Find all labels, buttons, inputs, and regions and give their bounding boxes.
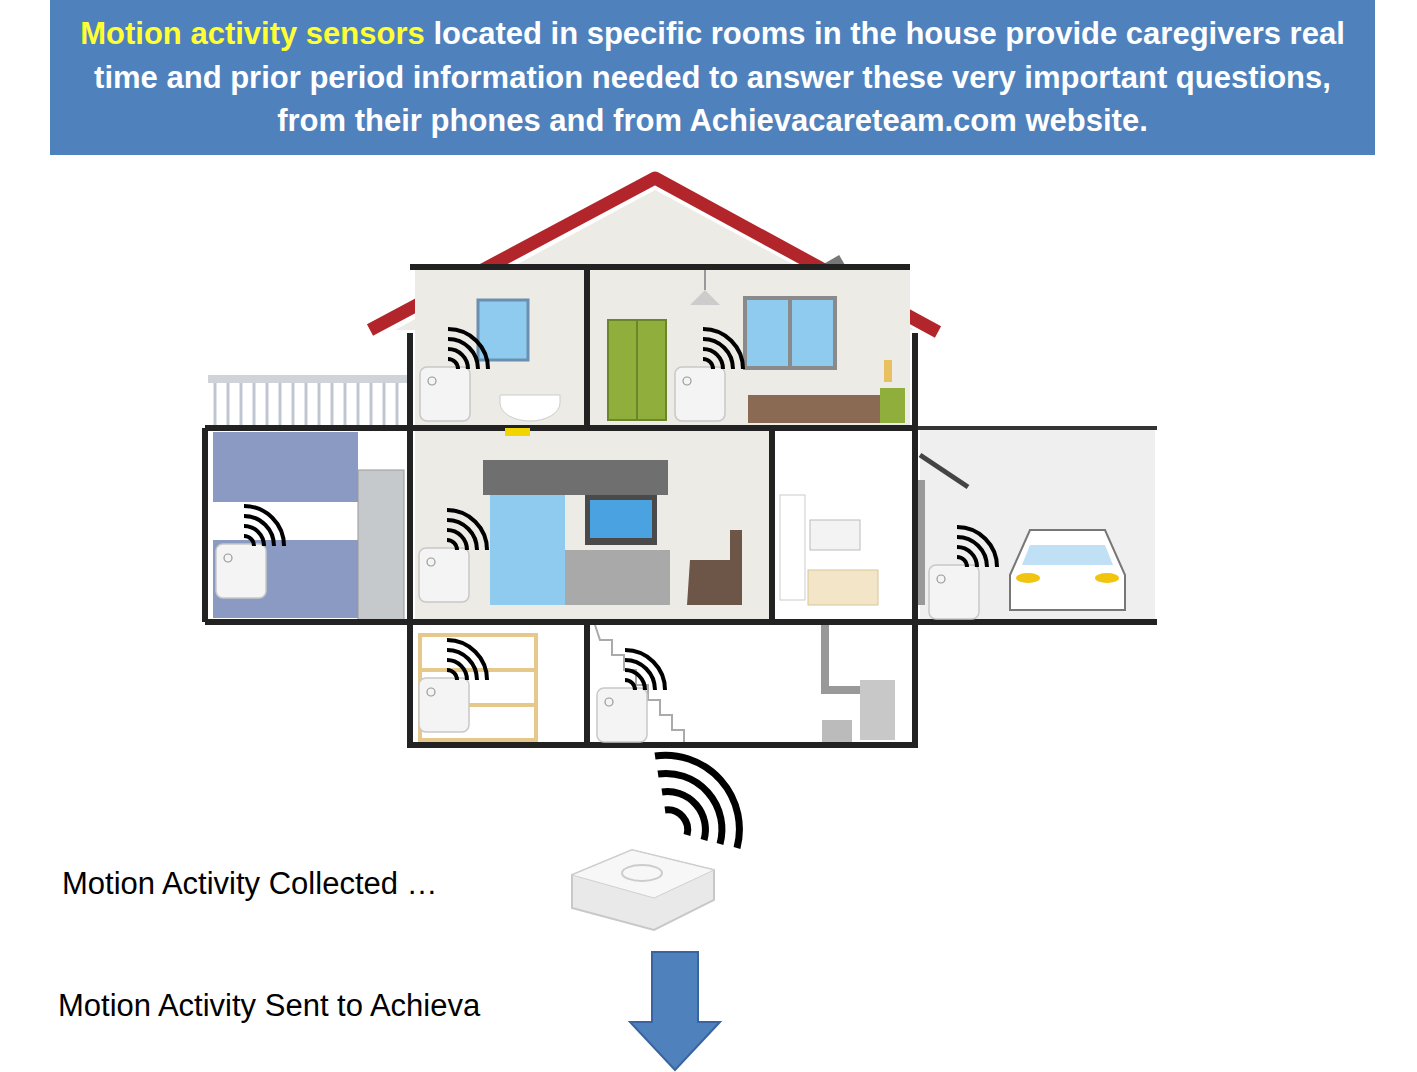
hub-device bbox=[572, 755, 739, 930]
caption-label: Motion Activity Sent to Achieva bbox=[58, 988, 480, 1024]
highlight-text: Motion activity sensors bbox=[80, 16, 425, 51]
header-text: Motion activity sensors located in speci… bbox=[70, 12, 1355, 142]
caption-label: Motion Activity Collected … bbox=[62, 866, 438, 902]
down-arrow bbox=[630, 952, 720, 1070]
header-band: Motion activity sensors located in speci… bbox=[50, 0, 1375, 155]
